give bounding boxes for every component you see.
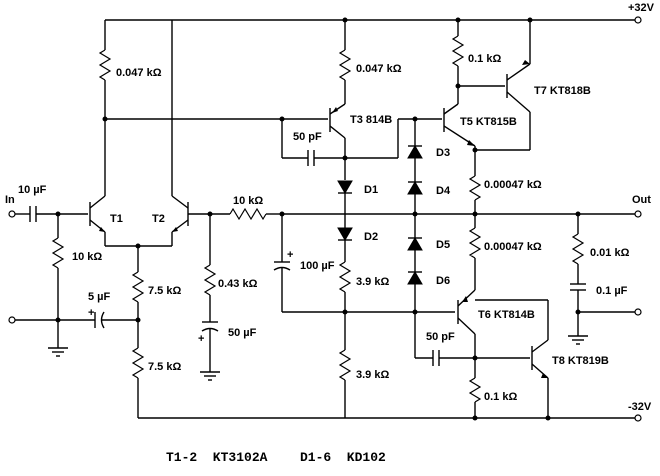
diode-d3 xyxy=(407,145,423,159)
r-tail-bot-label: 7.5 kΩ xyxy=(148,361,181,373)
positive-rail-terminal[interactable] xyxy=(634,16,642,24)
driver-capacitor-low xyxy=(432,350,440,366)
c-zobel-label: 0.1 µF xyxy=(596,285,628,297)
q7-label: T7 KT818B xyxy=(534,85,591,97)
output-label: Out xyxy=(632,194,651,206)
feedback-resistor xyxy=(229,207,267,221)
diode-d5 xyxy=(407,237,423,251)
d4-label: D4 xyxy=(436,185,451,197)
c-fb-shunt-label: 50 µF xyxy=(228,327,257,339)
d6-label: D6 xyxy=(436,275,450,287)
q8-label: T8 KT819B xyxy=(552,355,609,367)
r-fb-shunt-label: 0.43 kΩ xyxy=(218,278,258,290)
r-drv-bot-label: 0.1 kΩ xyxy=(484,391,517,403)
footnote-diodes: D1-6 KD102 xyxy=(300,450,386,465)
svg-text:+: + xyxy=(88,307,94,319)
r-vas1-label: 3.9 kΩ xyxy=(356,276,389,288)
r-zobel-label: 0.01 kΩ xyxy=(590,247,630,259)
q2-label: T2 xyxy=(152,213,165,225)
r-tail-top-label: 7.5 kΩ xyxy=(148,285,181,297)
transistor-t6 xyxy=(457,289,476,335)
r-drv-top-label: 0.1 kΩ xyxy=(468,53,501,65)
driver-resistor-bottom xyxy=(468,377,482,403)
input-label: In xyxy=(5,194,15,206)
transistor-t1 xyxy=(89,195,106,233)
emitter-resistor-bottom xyxy=(468,227,482,259)
negative-rail xyxy=(138,414,642,422)
ground-symbol-feedback xyxy=(200,371,220,381)
tail-resistor-top xyxy=(131,271,145,303)
feedback-shunt-resistor xyxy=(203,264,217,296)
negative-rail-label: -32V xyxy=(628,401,652,413)
r-fb-label: 10 kΩ xyxy=(233,195,263,207)
vas-resistor-bottom xyxy=(338,349,352,381)
input-terminal[interactable] xyxy=(8,210,16,218)
d3-label: D3 xyxy=(436,147,450,159)
ground-symbol-output xyxy=(568,335,588,345)
svg-text:+: + xyxy=(287,249,293,261)
q6-label: T6 KT814B xyxy=(478,309,535,321)
svg-text:+: + xyxy=(198,333,204,345)
transistor-t7 xyxy=(506,60,531,113)
miller-capacitor xyxy=(307,150,315,166)
r-emit-top-label: 0.00047 kΩ xyxy=(484,179,542,191)
q5-label: T5 KT815B xyxy=(460,116,517,128)
input-ground-terminal[interactable] xyxy=(8,316,16,324)
d2-label: D2 xyxy=(364,231,378,243)
diode-d2 xyxy=(337,227,353,241)
bootstrap-capacitor: + xyxy=(273,249,293,271)
transistor-t2 xyxy=(171,195,189,233)
transistor-t5 xyxy=(443,103,476,147)
diode-d6 xyxy=(407,271,423,285)
vas-resistor-top xyxy=(338,261,352,293)
r-vas2-label: 3.9 kΩ xyxy=(356,369,389,381)
footnote-transistors: T1-2 KT3102A xyxy=(166,450,268,465)
r-t1-col-label: 0.047 kΩ xyxy=(116,67,162,79)
r-t3-label: 0.047 kΩ xyxy=(356,63,402,75)
tail-capacitor: + xyxy=(88,307,105,329)
c-boot-label: 100 µF xyxy=(300,260,335,272)
feedback-shunt-capacitor: + xyxy=(198,321,219,345)
q1-label: T1 xyxy=(110,213,123,225)
r-bias-label: 10 kΩ xyxy=(72,251,102,263)
q3-label: T3 814B xyxy=(350,114,392,126)
output-line xyxy=(280,210,642,218)
c-miller-label: 50 pF xyxy=(293,131,322,143)
ground-symbol-input xyxy=(48,347,68,357)
d5-label: D5 xyxy=(436,239,450,251)
diode-d4 xyxy=(407,181,423,195)
c-drv-low-label: 50 pF xyxy=(426,331,455,343)
bias-resistor xyxy=(51,237,65,269)
transistor-t8 xyxy=(531,339,549,379)
zobel-capacitor xyxy=(570,283,586,291)
output-terminal[interactable] xyxy=(634,210,642,218)
output-ground-terminal[interactable] xyxy=(634,308,642,316)
d1-label: D1 xyxy=(364,184,378,196)
driver-resistor-top xyxy=(451,35,465,67)
positive-rail-label: +32V xyxy=(628,2,655,14)
t3-emitter-resistor xyxy=(338,49,352,81)
input-capacitor xyxy=(29,206,37,222)
t1-collector-resistor xyxy=(98,49,112,81)
transistor-t3 xyxy=(329,103,346,139)
emitter-resistor-top xyxy=(468,175,482,201)
c-in-label: 10 µF xyxy=(18,184,47,196)
tail-resistor-bottom xyxy=(131,347,145,379)
c-tail-label: 5 µF xyxy=(88,291,111,303)
diode-d1 xyxy=(337,180,353,194)
negative-rail-terminal[interactable] xyxy=(634,414,642,422)
r-emit-bot-label: 0.00047 kΩ xyxy=(484,241,542,253)
positive-rail xyxy=(105,16,642,24)
zobel-resistor xyxy=(571,233,585,265)
